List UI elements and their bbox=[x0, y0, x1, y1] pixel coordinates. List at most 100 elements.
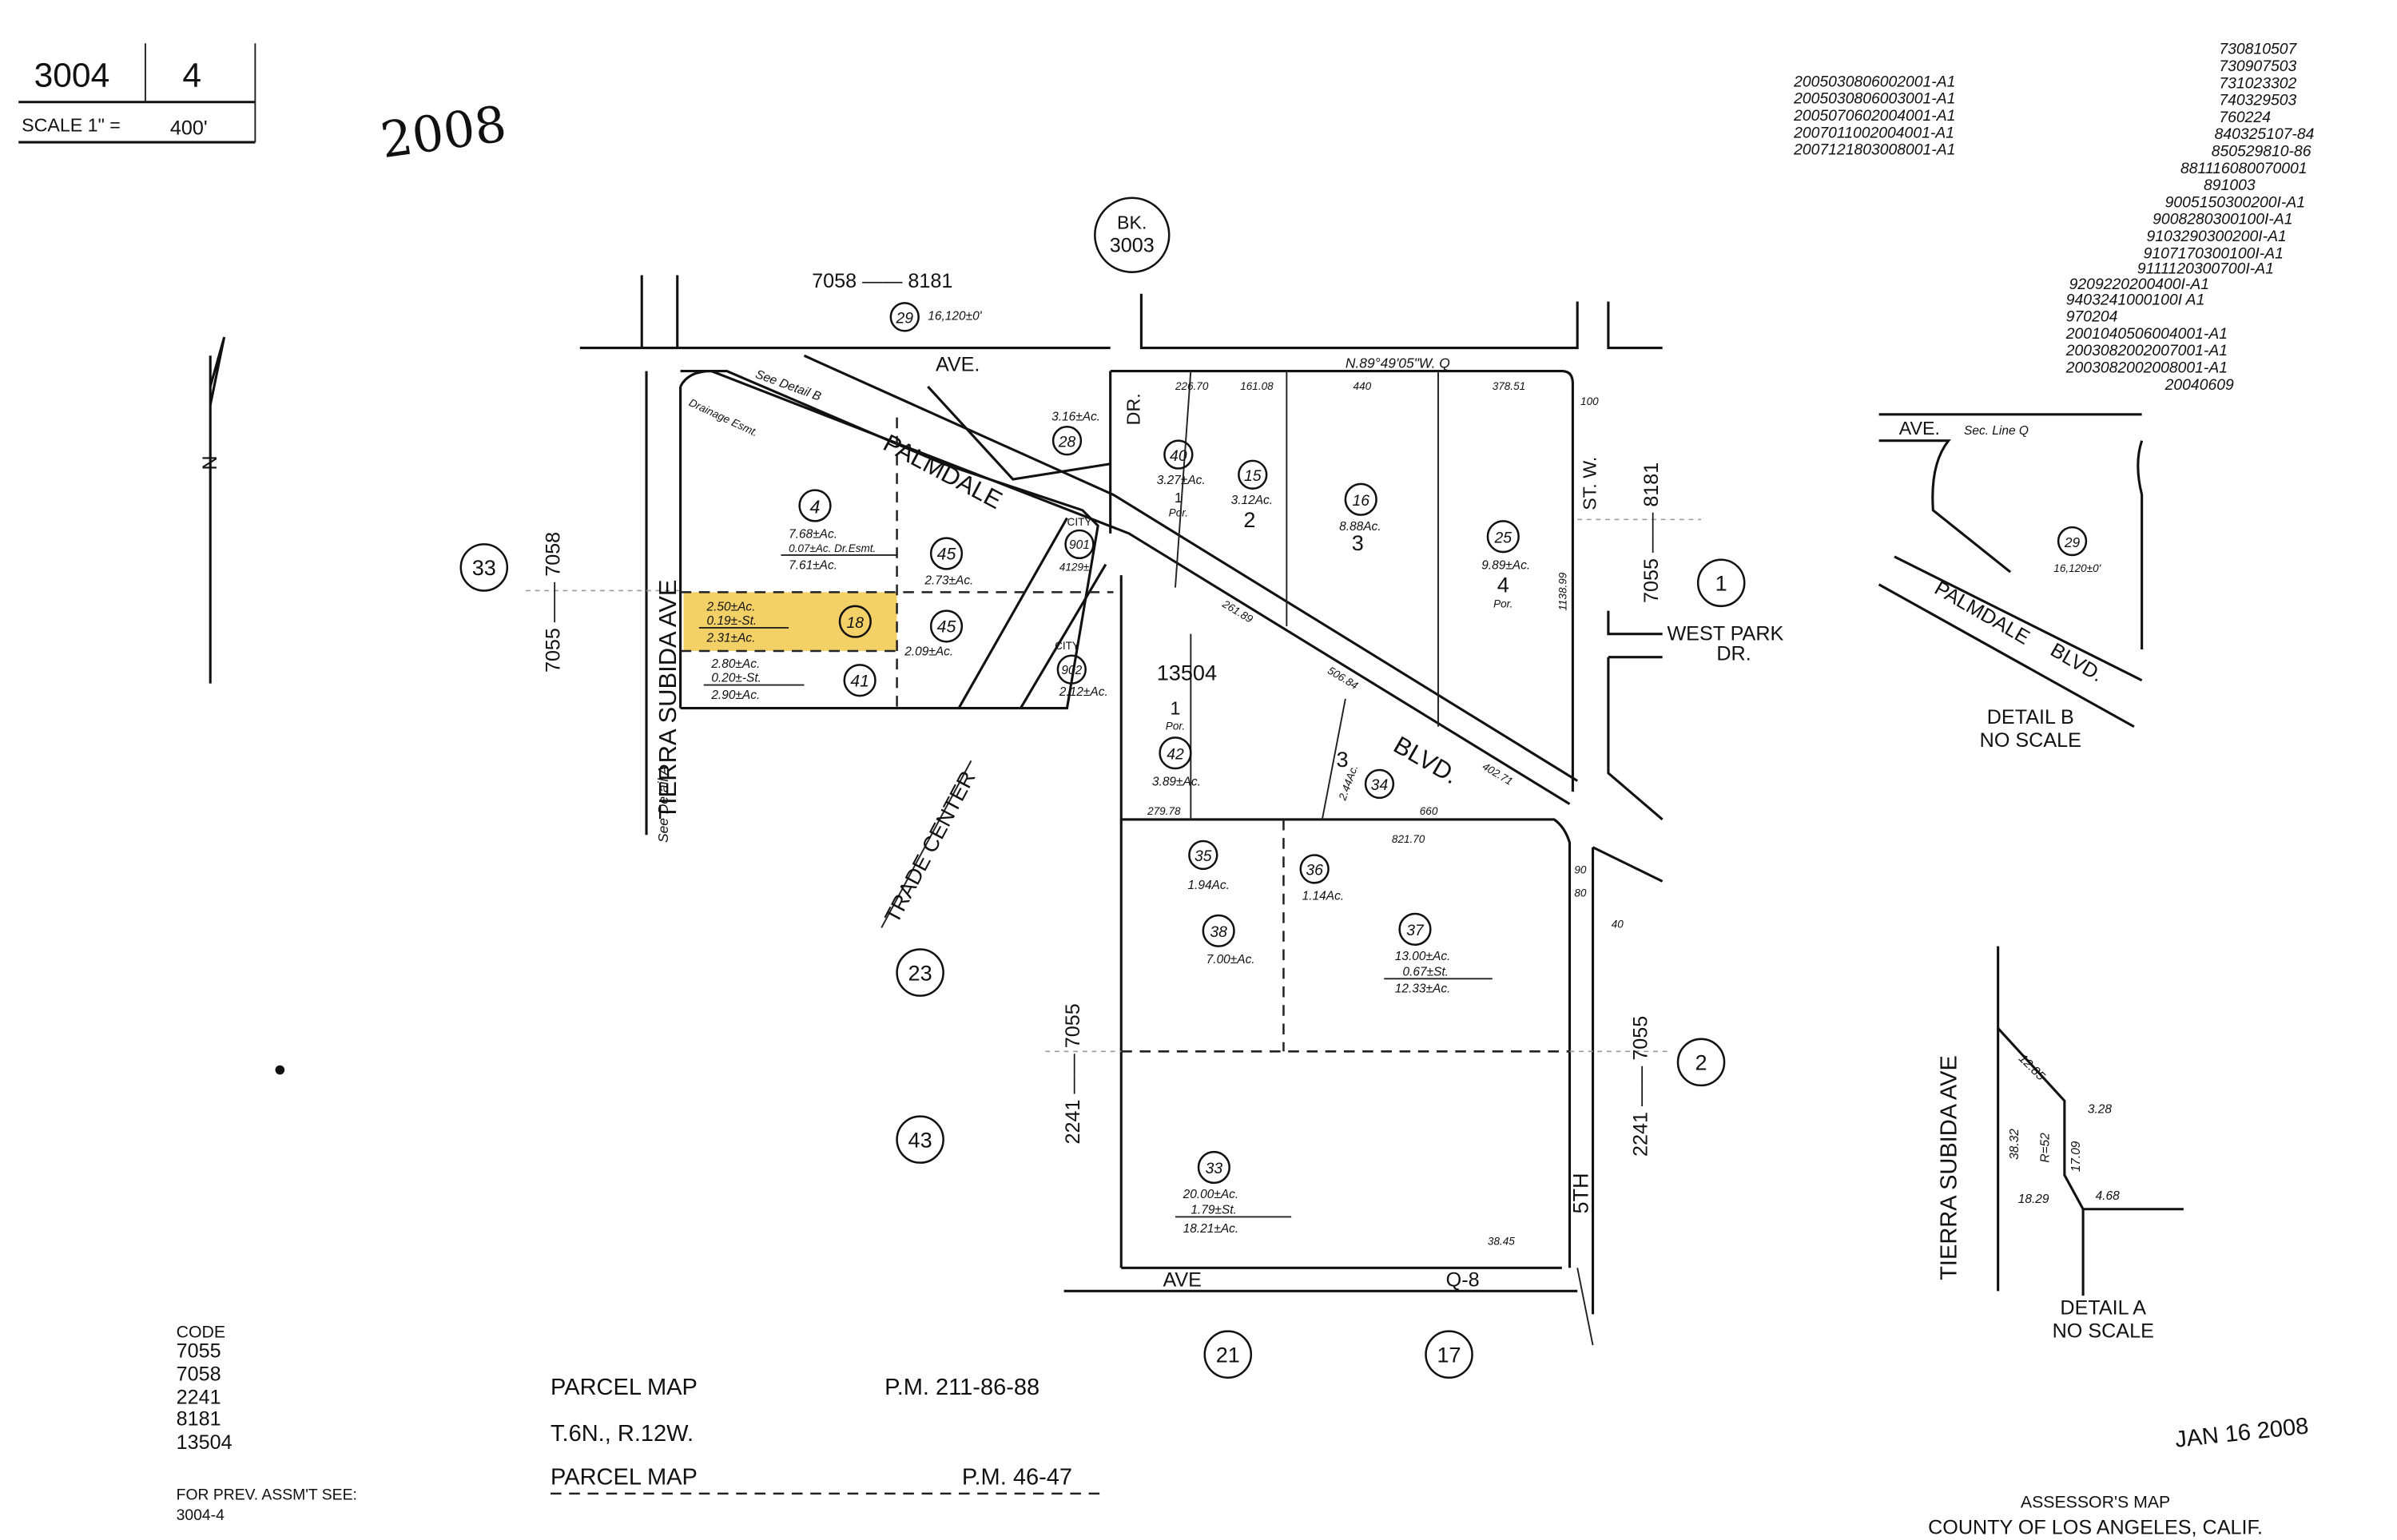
parcel-number: 40 bbox=[1170, 447, 1187, 465]
detail-b-ave: AVE. bbox=[1899, 418, 1940, 439]
dimension: 1138.99 bbox=[1557, 572, 1569, 610]
dimension: 161.08 bbox=[1240, 380, 1274, 392]
dimension: 17.09 bbox=[2069, 1141, 2083, 1172]
lot-number: 3 bbox=[1336, 747, 1348, 772]
parcel-net-area: 7.61±Ac. bbox=[789, 558, 837, 572]
reference-value: P.M. 46-47 bbox=[962, 1464, 1072, 1490]
book-ref-label: BK. bbox=[1117, 212, 1147, 232]
parcel-number: 34 bbox=[1371, 776, 1389, 794]
doc-number: 731023302 bbox=[2219, 74, 2296, 92]
parcel-deduction: 1.79±St. bbox=[1191, 1204, 1237, 1217]
code-line: 7058 —— 8181 bbox=[812, 270, 952, 292]
parcel-deduction: 0.20±-St. bbox=[711, 672, 761, 685]
parcel-15[interactable]: 153.12Ac.2 bbox=[1231, 459, 1273, 532]
code-item: 13504 bbox=[177, 1431, 233, 1454]
parcel-area: 2.50±Ac. bbox=[706, 601, 756, 614]
parcel-area: 7.00±Ac. bbox=[1206, 953, 1255, 966]
portion-label: Por. bbox=[1493, 598, 1513, 610]
road-label: AVE bbox=[1163, 1269, 1201, 1292]
parcel-36[interactable]: 361.14Ac. bbox=[1299, 854, 1344, 903]
parcel-number: 35 bbox=[1195, 847, 1212, 865]
parcel-area: 1.94Ac. bbox=[1187, 879, 1229, 892]
parcel-45-north[interactable]: 452.73±Ac. bbox=[924, 537, 973, 588]
parcel-boundaries bbox=[526, 275, 1702, 1346]
dimension: 3.28 bbox=[2088, 1103, 2113, 1117]
parcel-net-area: 2.90±Ac. bbox=[710, 689, 760, 702]
dimension: 821.70 bbox=[1392, 833, 1425, 845]
parcel-area: 2.80±Ac. bbox=[710, 657, 760, 671]
road-label: AVE. bbox=[936, 354, 980, 376]
parcel-18[interactable]: 182.50±Ac.0.19±-St.2.31±Ac. bbox=[698, 601, 872, 645]
parcel-area: 2.09±Ac. bbox=[904, 645, 953, 659]
doc-number: 840325107-84 bbox=[2215, 125, 2315, 143]
book-ref-number: 3003 bbox=[1110, 235, 1155, 257]
parcel-45-south[interactable]: 452.09±Ac. bbox=[904, 609, 964, 659]
parcel-area: 2.12±Ac. bbox=[1059, 685, 1108, 699]
parcel-number: 29 bbox=[895, 310, 913, 327]
detail-b-road: BLVD. bbox=[2047, 639, 2107, 687]
road-label: DR. bbox=[1716, 643, 1751, 665]
code-item: 8181 bbox=[177, 1408, 221, 1431]
adjacent-page[interactable]: 1 bbox=[1715, 570, 1727, 595]
parcel-area: 3.89±Ac. bbox=[1152, 775, 1201, 788]
parcel-29[interactable]: 29 16,120±0' bbox=[889, 302, 983, 332]
doc-number: 9111120300700I-A1 bbox=[2137, 260, 2274, 278]
parcel-area: 4129±' bbox=[1059, 561, 1092, 573]
parcel-number: 42 bbox=[1167, 745, 1184, 763]
code-line: 2241 —— 7055 bbox=[1062, 1003, 1084, 1144]
parcel-number: 16 bbox=[1352, 492, 1369, 510]
parcel-area: 16,120±0' bbox=[928, 310, 982, 323]
adjacent-page[interactable]: 2 bbox=[1695, 1050, 1707, 1075]
detail-b-area: 16,120±0' bbox=[2053, 562, 2101, 574]
dimension: 80 bbox=[1574, 887, 1587, 899]
parcel-deduction: 0.19±-St. bbox=[707, 614, 757, 628]
map-header: 3004 4 SCALE 1" = 400' 2008 bbox=[18, 43, 510, 169]
road-label: Q-8 bbox=[1446, 1269, 1480, 1292]
parcel-note: CITY bbox=[1067, 516, 1092, 528]
adjacent-page[interactable]: 17 bbox=[1437, 1342, 1461, 1367]
parcel-area: 8.88Ac. bbox=[1339, 520, 1381, 534]
doc-number: 9008280300100I-A1 bbox=[2153, 211, 2292, 228]
dimension: 402.71 bbox=[1481, 760, 1515, 788]
detail-b-subtitle: NO SCALE bbox=[1980, 729, 2081, 752]
adjacent-page[interactable]: 21 bbox=[1216, 1342, 1240, 1367]
parcel-41[interactable]: 41 2.80±Ac.0.20±-St. 2.90±Ac. bbox=[703, 657, 877, 702]
parcel-number: 41 bbox=[850, 671, 869, 690]
portion-label: Por. bbox=[1169, 507, 1188, 519]
parcel-16[interactable]: 168.88Ac.3 bbox=[1339, 482, 1381, 555]
parcel-number: 25 bbox=[1494, 529, 1513, 546]
parcel-4[interactable]: 47.68±Ac.0.07±Ac. Dr.Esmt.7.61±Ac. bbox=[781, 489, 897, 573]
highlighted-parcel-18[interactable] bbox=[683, 592, 897, 651]
parcel-area: 1.14Ac. bbox=[1302, 890, 1344, 903]
dimension: 18.29 bbox=[2018, 1193, 2049, 1206]
doc-number: 881116080070001 bbox=[2180, 160, 2307, 177]
adjacent-page[interactable]: 33 bbox=[472, 555, 496, 580]
code-item: 7055 bbox=[177, 1340, 221, 1363]
scale-label: SCALE 1" = bbox=[22, 115, 121, 136]
adjacent-page[interactable]: 23 bbox=[908, 960, 932, 985]
footer-title: ASSESSOR'S MAP bbox=[2021, 1492, 2170, 1511]
detail-a-road: TIERRA SUBIDA AVE bbox=[1936, 1055, 1962, 1280]
road-label: PALMDALE bbox=[879, 429, 1007, 514]
doc-number: 2007011002004001-A1 bbox=[1793, 124, 1954, 141]
north-label: N bbox=[199, 455, 221, 470]
document-numbers-right: 730810507 730907503 731023302 740329503 … bbox=[2065, 41, 2315, 394]
parcel-area: 7.68±Ac. bbox=[789, 528, 837, 542]
parcel-38[interactable]: 387.00±Ac. bbox=[1202, 914, 1255, 966]
doc-number: 760224 bbox=[2219, 109, 2271, 126]
detail-b-secline: Sec. Line Q bbox=[1964, 424, 2029, 438]
parcel-area: 3.27±Ac. bbox=[1157, 474, 1206, 487]
parcel-35[interactable]: 35 1.94Ac. bbox=[1187, 839, 1230, 892]
parcel-28[interactable]: 283.16±Ac. bbox=[1051, 411, 1100, 456]
parcel-number: 28 bbox=[1058, 433, 1076, 450]
adjacent-page[interactable]: 43 bbox=[908, 1127, 932, 1152]
dimension: 4.68 bbox=[2096, 1189, 2121, 1203]
